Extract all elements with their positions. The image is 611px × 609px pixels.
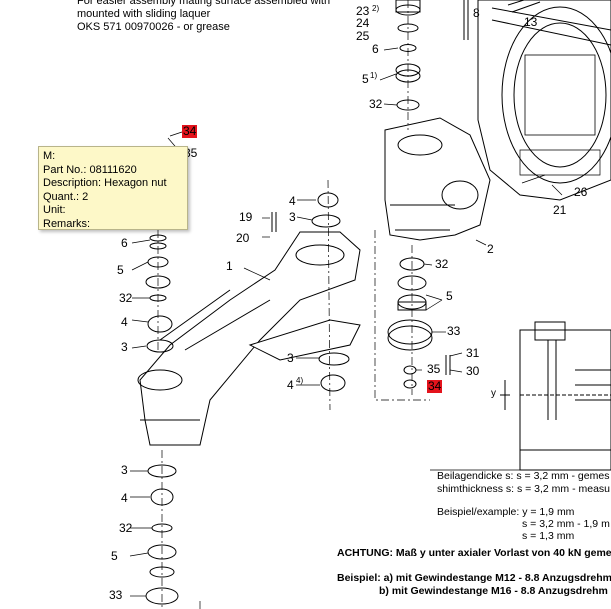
callout-21[interactable]: 21 bbox=[553, 203, 567, 217]
callout-24[interactable]: 24 bbox=[356, 16, 370, 30]
callout-23[interactable]: 23 bbox=[356, 4, 370, 18]
footnote-1-marker: 1) bbox=[370, 71, 378, 80]
callout-4-left[interactable]: 4 bbox=[121, 315, 128, 329]
callout-25[interactable]: 25 bbox=[356, 29, 370, 43]
example-line-1: Beispiel/example: y = 1,9 mm bbox=[437, 506, 575, 518]
shim-note-en: shimthickness s: s = 3,2 mm - measu bbox=[437, 483, 611, 495]
callout-33-bottom[interactable]: 33 bbox=[109, 588, 123, 602]
example-b-note: b) mit Gewindestange M16 - 8.8 Anzugsdre… bbox=[379, 585, 608, 597]
tooltip-m: M: bbox=[43, 150, 56, 162]
callout-2[interactable]: 2 bbox=[487, 242, 494, 256]
callout-3-upper[interactable]: 3 bbox=[289, 210, 296, 224]
callout-32-left[interactable]: 32 bbox=[119, 291, 133, 305]
steering-knuckle bbox=[384, 117, 491, 241]
assembly-note-line-1: For easier assembly mating surface assem… bbox=[77, 0, 331, 7]
example-a-note: Beispiel: a) mit Gewindestange M12 - 8.8… bbox=[337, 572, 611, 584]
callout-35-right[interactable]: 35 bbox=[427, 362, 441, 376]
callout-19[interactable]: 19 bbox=[239, 210, 253, 224]
leader-lines bbox=[129, 47, 611, 597]
housing-assembly bbox=[477, 0, 611, 201]
callout-3-left[interactable]: 3 bbox=[121, 340, 128, 354]
callout-3-middle[interactable]: 3 bbox=[287, 351, 294, 365]
right-lower-stack bbox=[387, 257, 451, 389]
callout-32-bottom[interactable]: 32 bbox=[119, 521, 133, 535]
callout-5-bottom[interactable]: 5 bbox=[111, 549, 118, 563]
example-line-3: s = 1,3 mm bbox=[522, 530, 575, 542]
part-info-tooltip: M: Part No.: 08111620 Description: Hexag… bbox=[38, 146, 188, 230]
callout-20[interactable]: 20 bbox=[236, 231, 250, 245]
callout-3-bottom[interactable]: 3 bbox=[121, 463, 128, 477]
callout-4-upper[interactable]: 4 bbox=[289, 194, 296, 208]
dimension-y-label: y bbox=[491, 388, 496, 399]
callout-4-bottom[interactable]: 4 bbox=[121, 491, 128, 505]
axle-beam bbox=[137, 231, 361, 446]
callout-8[interactable]: 8 bbox=[473, 6, 480, 20]
callout-4-middle[interactable]: 4 bbox=[287, 378, 294, 392]
assembly-note: For easier assembly mating surface assem… bbox=[77, 0, 330, 34]
tooltip-remarks: Remarks: bbox=[43, 217, 91, 230]
assembly-note-line-2: mounted with sliding laquer bbox=[77, 8, 211, 20]
callout-34-top[interactable]: 34 bbox=[182, 124, 198, 138]
callout-13[interactable]: 13 bbox=[524, 15, 538, 29]
callout-34-right[interactable]: 34 bbox=[427, 379, 443, 393]
bearing-ring-inner bbox=[513, 22, 607, 168]
tooltip-description: Description: Hexagon nut bbox=[43, 177, 167, 189]
callout-6-top[interactable]: 6 bbox=[372, 42, 379, 56]
callout-5-left[interactable]: 5 bbox=[117, 263, 124, 277]
callout-1[interactable]: 1 bbox=[226, 259, 233, 273]
tooltip-part-no: Part No.: 08111620 bbox=[43, 163, 137, 176]
callout-5-right[interactable]: 5 bbox=[446, 289, 453, 303]
footnote-4-marker: 4) bbox=[296, 376, 304, 385]
callout-26[interactable]: 26 bbox=[574, 185, 588, 199]
callout-32-top[interactable]: 32 bbox=[369, 97, 383, 111]
tooltip-quantity: Quant.: 2 bbox=[43, 190, 89, 203]
assembly-note-line-3: OKS 571 00970026 - or grease bbox=[77, 21, 230, 33]
footnote-2-marker: 2) bbox=[372, 4, 380, 13]
tooltip-unit: Unit: bbox=[43, 204, 66, 216]
warning-note: ACHTUNG: Maß y unter axialer Vorlast von… bbox=[337, 547, 611, 559]
shim-note-de: Beilagendicke s: s = 3,2 mm - gemes bbox=[437, 470, 610, 482]
detail-section-view bbox=[500, 321, 611, 471]
callout-5-top[interactable]: 5 bbox=[362, 72, 369, 86]
callout-33-right[interactable]: 33 bbox=[447, 324, 461, 338]
callout-31[interactable]: 31 bbox=[466, 346, 480, 360]
callout-32-right[interactable]: 32 bbox=[435, 257, 449, 271]
center-lines bbox=[157, 0, 430, 609]
callout-30[interactable]: 30 bbox=[466, 364, 480, 378]
bearing-ring-outer bbox=[501, 6, 611, 184]
callout-6-left[interactable]: 6 bbox=[121, 236, 128, 250]
example-line-2: s = 3,2 mm - 1,9 m bbox=[522, 518, 610, 530]
